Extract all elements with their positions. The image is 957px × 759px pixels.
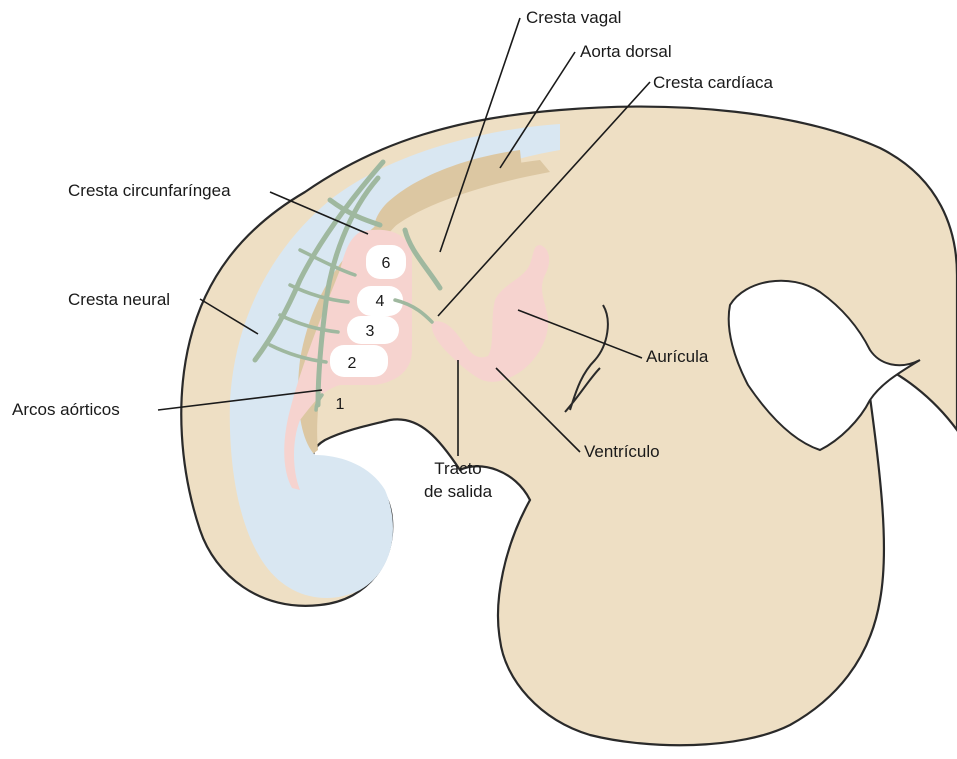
arch-number-1: 1 bbox=[336, 396, 345, 413]
label-arcos-aorticos: Arcos aórticos bbox=[12, 400, 120, 419]
label-cresta-circunfaringea: Cresta circunfaríngea bbox=[68, 181, 231, 200]
label-tracto-line1: Tracto bbox=[434, 459, 482, 478]
label-ventriculo: Ventrículo bbox=[584, 442, 660, 461]
label-cresta-vagal: Cresta vagal bbox=[526, 8, 621, 27]
arch-number-3: 3 bbox=[366, 323, 375, 340]
arch-window-2 bbox=[330, 345, 388, 377]
label-aorta-dorsal: Aorta dorsal bbox=[580, 42, 672, 61]
label-cresta-neural: Cresta neural bbox=[68, 290, 170, 309]
label-auricula: Aurícula bbox=[646, 347, 709, 366]
arch-number-6: 6 bbox=[382, 255, 391, 272]
arch-number-2: 2 bbox=[348, 355, 357, 372]
label-tracto-line2: de salida bbox=[424, 482, 493, 501]
label-cresta-cardiaca: Cresta cardíaca bbox=[653, 73, 774, 92]
arch-number-4: 4 bbox=[376, 293, 385, 310]
